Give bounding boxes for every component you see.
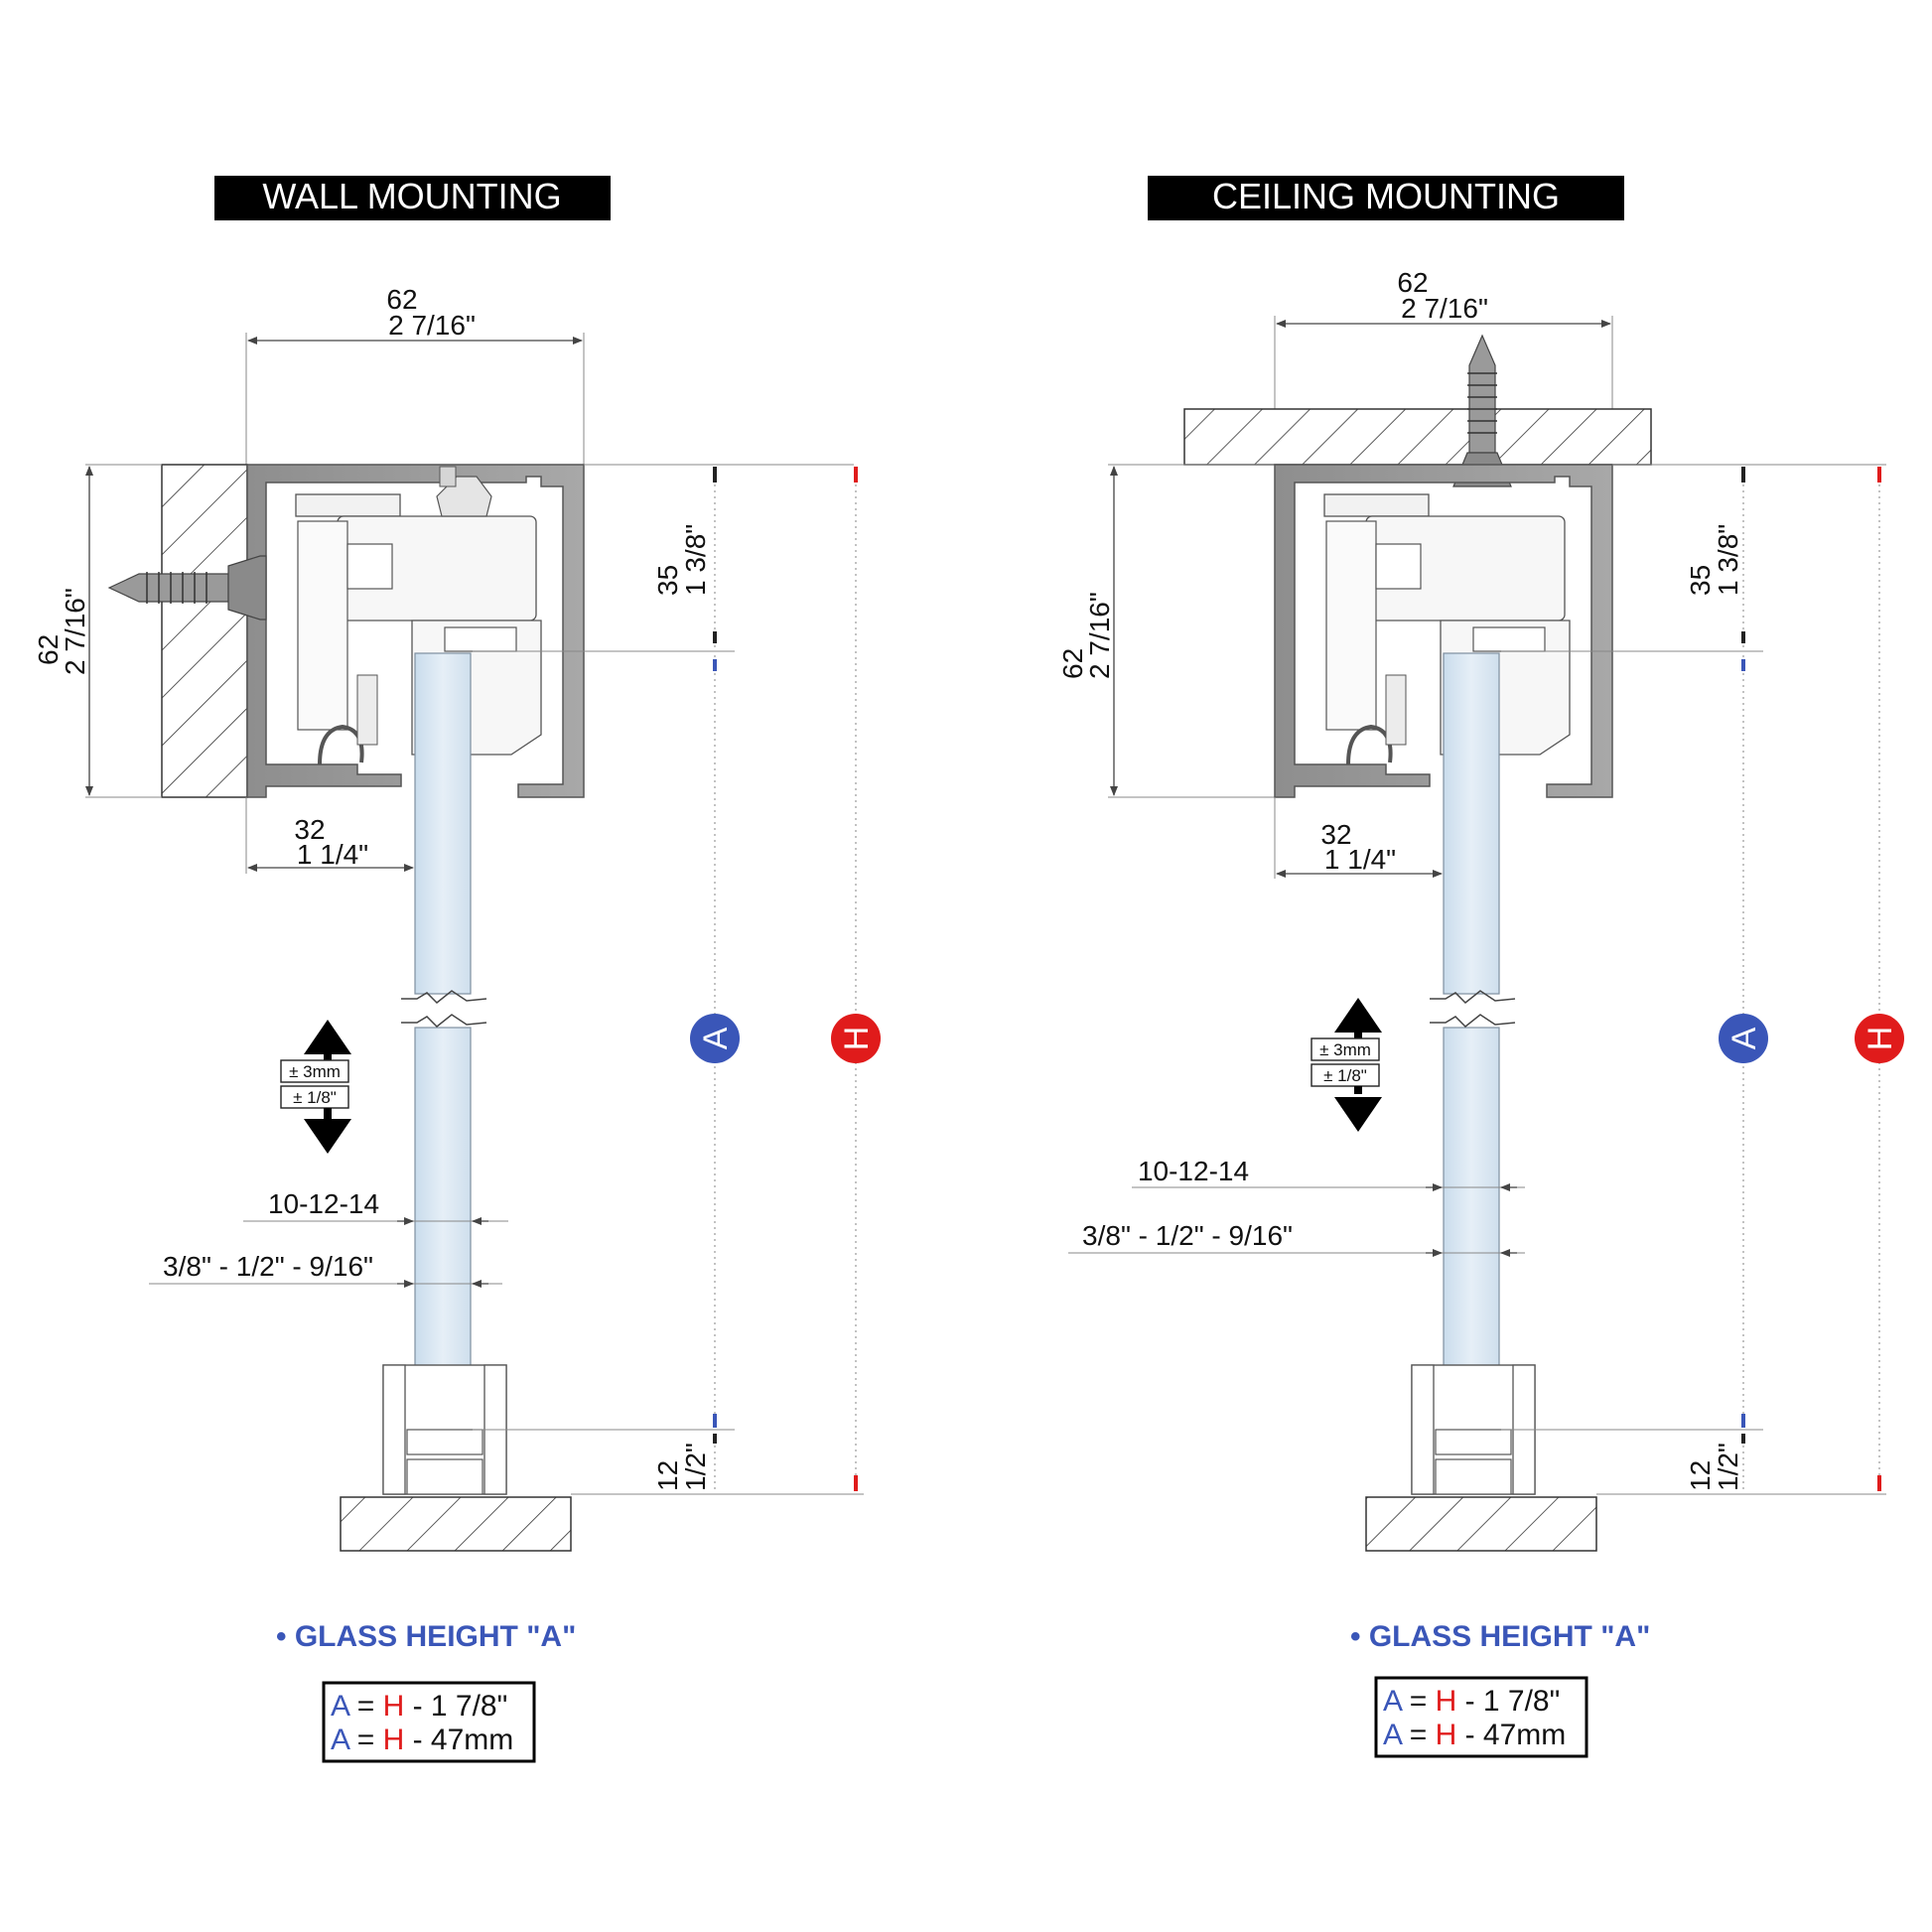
ceiling-title-banner: CEILING MOUNTING — [1148, 176, 1624, 220]
wall-screw-icon — [107, 555, 267, 621]
ceiling-height-in: 2 7/16" — [1084, 592, 1115, 679]
panel-ceiling-mounting: CEILING MOUNTING 62 2 7/16" — [1057, 176, 1904, 1758]
wall-formula-2: A = H - 47mm — [331, 1724, 513, 1756]
wall-glass-height-label: • GLASS HEIGHT "A" — [276, 1620, 576, 1653]
wall-offset-dimension: 32 1 1/4" — [245, 797, 414, 874]
ceiling-tick-marks — [1741, 467, 1881, 1491]
svg-text:A: A — [697, 1027, 735, 1049]
ceiling-formula-2: A = H - 47mm — [1383, 1719, 1566, 1751]
panel-wall-mounting: WALL MOUNTING 62 2 7/16" 62 2 7/16" — [33, 176, 881, 1763]
ceiling-width-dimension: 62 2 7/16" — [1274, 267, 1613, 409]
wall-formula-box: A = H - 1 7/8" A = H - 47mm — [322, 1681, 536, 1763]
wall-tick-marks — [713, 467, 858, 1491]
wall-bottom-mm: 12 — [652, 1460, 683, 1491]
svg-text:A: A — [1725, 1027, 1763, 1049]
wall-right-dimensions: 35 1 3/8" 12 1/2" — [473, 464, 864, 1495]
wall-glass-in: 3/8" - 1/2" - 9/16" — [163, 1251, 373, 1282]
ceiling-formula-1: A = H - 1 7/8" — [1383, 1685, 1560, 1718]
ceiling-badge-h: H — [1855, 1014, 1904, 1063]
ceiling-floor-hatched — [1365, 1496, 1597, 1552]
ceiling-top-in: 1 3/8" — [1713, 524, 1743, 596]
wall-height-mm: 62 — [33, 634, 64, 665]
wall-glass-thickness: 10-12-14 3/8" - 1/2" - 9/16" — [149, 1188, 508, 1288]
ceiling-glass-panel — [1430, 652, 1516, 1429]
wall-offset-in: 1 1/4" — [297, 839, 368, 870]
wall-glass-panel — [401, 652, 487, 1429]
ceiling-glass-in: 3/8" - 1/2" - 9/16" — [1082, 1220, 1293, 1251]
ceiling-title: CEILING MOUNTING — [1212, 176, 1560, 216]
ceiling-height-mm: 62 — [1057, 648, 1088, 679]
wall-title-banner: WALL MOUNTING — [214, 176, 611, 220]
ceiling-glass-height-label: • GLASS HEIGHT "A" — [1350, 1620, 1650, 1653]
wall-top-in: 1 3/8" — [680, 524, 711, 596]
wall-floor-hatched — [340, 1496, 572, 1552]
wall-width-in: 2 7/16" — [388, 310, 476, 341]
ceiling-adjustment-icon: ± 3mm ± 1/8" — [1311, 998, 1382, 1132]
wall-hatched — [161, 464, 248, 798]
ceiling-track-profile — [1274, 464, 1613, 798]
ceiling-adjust-mm: ± 3mm — [1319, 1040, 1371, 1059]
wall-badge-h: H — [831, 1014, 881, 1063]
ceiling-adjust-in: ± 1/8" — [1323, 1066, 1367, 1085]
ceiling-glass-thickness: 10-12-14 3/8" - 1/2" - 9/16" — [1068, 1156, 1525, 1257]
ceiling-formula-box: A = H - 1 7/8" A = H - 47mm — [1374, 1676, 1588, 1758]
ceiling-top-mm: 35 — [1685, 565, 1716, 596]
wall-offset-mm: 32 — [294, 814, 325, 845]
ceiling-width-in: 2 7/16" — [1401, 293, 1488, 324]
wall-badge-a: A — [690, 1014, 740, 1063]
wall-width-dimension: 62 2 7/16" — [245, 284, 585, 467]
wall-width-mm: 62 — [386, 284, 417, 315]
ceiling-bottom-mm: 12 — [1685, 1460, 1716, 1491]
ceiling-bottom-in: 1/2" — [1713, 1443, 1743, 1491]
svg-text:H: H — [1862, 1027, 1899, 1051]
ceiling-offset-mm: 32 — [1320, 819, 1351, 850]
svg-text:H: H — [838, 1027, 876, 1051]
wall-top-mm: 35 — [652, 565, 683, 596]
wall-bottom-in: 1/2" — [680, 1443, 711, 1491]
wall-title: WALL MOUNTING — [262, 176, 561, 216]
wall-adjust-in: ± 1/8" — [293, 1088, 337, 1107]
ceiling-height-dimension: 62 2 7/16" — [1057, 464, 1275, 798]
ceiling-bottom-guide — [1411, 1364, 1536, 1495]
wall-bottom-guide — [382, 1364, 507, 1495]
wall-height-in: 2 7/16" — [60, 588, 90, 675]
ceiling-right-dimensions: 35 1 3/8" 12 1/2" — [1501, 464, 1886, 1495]
ceiling-offset-in: 1 1/4" — [1324, 844, 1396, 875]
wall-height-dimension: 62 2 7/16" — [33, 464, 162, 798]
wall-adjustment-icon: ± 3mm ± 1/8" — [280, 1020, 351, 1154]
wall-adjust-mm: ± 3mm — [289, 1062, 341, 1081]
ceiling-badge-a: A — [1719, 1014, 1768, 1063]
ceiling-hatched — [1183, 408, 1652, 466]
wall-formula-1: A = H - 1 7/8" — [331, 1690, 507, 1723]
wall-track-profile — [246, 464, 585, 798]
ceiling-offset-dimension: 32 1 1/4" — [1274, 797, 1443, 879]
wall-glass-mm: 10-12-14 — [268, 1188, 379, 1219]
ceiling-width-mm: 62 — [1397, 267, 1428, 298]
ceiling-glass-mm: 10-12-14 — [1138, 1156, 1249, 1186]
